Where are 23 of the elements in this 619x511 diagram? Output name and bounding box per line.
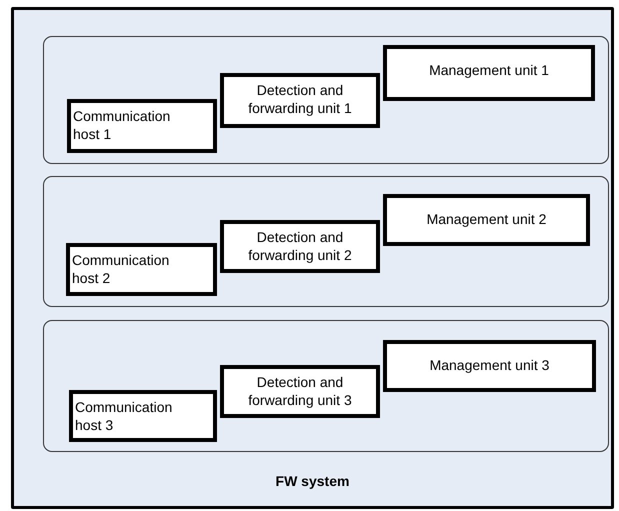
unit-box bbox=[220, 73, 380, 128]
node-label: Communication host 3 bbox=[75, 398, 174, 434]
host-box bbox=[69, 390, 217, 442]
host-box bbox=[66, 243, 217, 296]
node-label: Detection and forwarding unit 1 bbox=[247, 81, 353, 117]
node-label: Detection and forwarding unit 2 bbox=[247, 228, 353, 264]
system-frame bbox=[11, 7, 614, 509]
node-label: Communication host 2 bbox=[72, 251, 170, 287]
node-label: Management unit 2 bbox=[426, 210, 546, 228]
node-label: FW system bbox=[276, 472, 350, 490]
node-label: Detection and forwarding unit 3 bbox=[247, 373, 353, 409]
group-panel bbox=[43, 320, 609, 452]
node-label: Management unit 3 bbox=[430, 356, 550, 374]
unit-box bbox=[383, 340, 596, 392]
host-box bbox=[67, 99, 217, 153]
node-label: Management unit 1 bbox=[429, 61, 549, 79]
unit-box bbox=[383, 45, 595, 101]
unit-box bbox=[383, 194, 590, 246]
unit-box bbox=[220, 365, 380, 418]
group-panel bbox=[43, 176, 609, 307]
node-label: Communication host 1 bbox=[73, 107, 172, 143]
group-panel bbox=[43, 36, 609, 164]
unit-box bbox=[220, 220, 380, 273]
